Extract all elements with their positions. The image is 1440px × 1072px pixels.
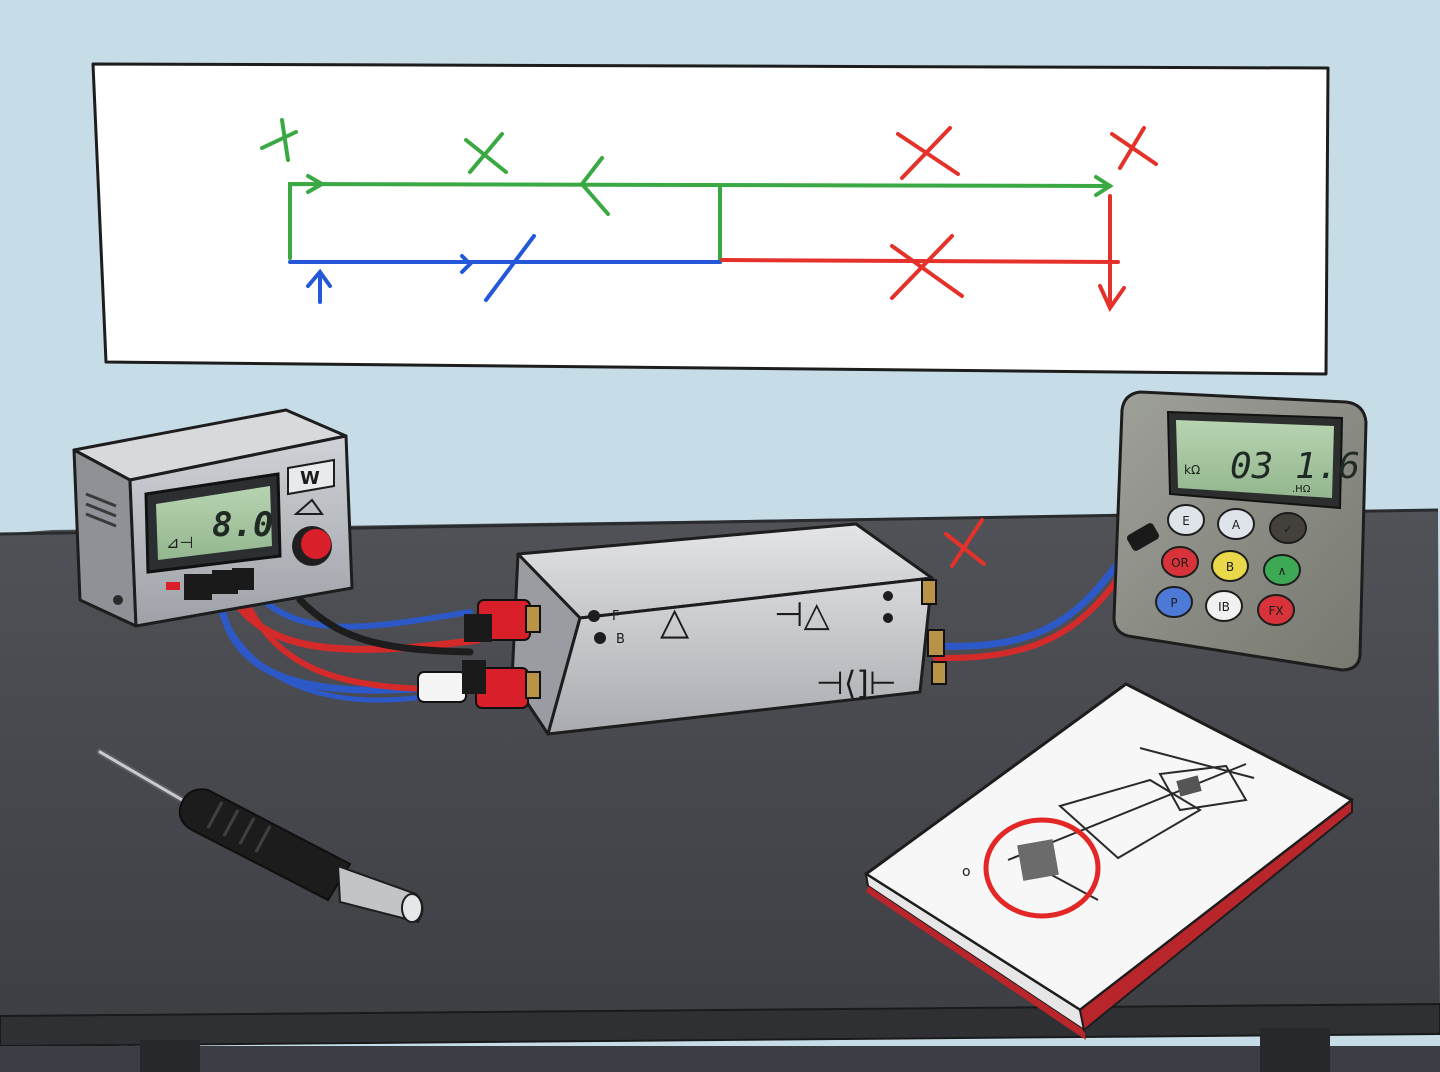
meter-key-label-1: A: [1232, 518, 1241, 532]
meter-key-0[interactable]: [1167, 504, 1205, 536]
meter-display-subtext: .HΩ: [1292, 484, 1311, 495]
meter-key-7[interactable]: [1205, 590, 1243, 622]
box-label-right: ⊣△: [774, 595, 831, 635]
meter-key-1[interactable]: [1217, 508, 1255, 540]
bench-power-supply: 8.0 ⊿⊣ W: [72, 408, 354, 628]
meter-key-label-2: ✓: [1283, 522, 1293, 536]
psu-display-subtext: ⊿⊣: [166, 533, 193, 552]
meter-display-value: 03 1.6: [1230, 446, 1360, 487]
red-x-mark: [944, 518, 986, 568]
meter-key-8[interactable]: [1257, 594, 1295, 626]
meter-keypad: E A ✓ OR B ∧ P IB FX: [1155, 504, 1307, 626]
blue-circuit-line: [288, 234, 722, 304]
meter-key-label-6: P: [1170, 596, 1177, 610]
meter-key-label-5: ∧: [1278, 564, 1287, 578]
meter-key-2[interactable]: [1269, 512, 1307, 544]
psu-button-icon: [293, 498, 324, 515]
whiteboard: [91, 62, 1330, 376]
schematic-manual[interactable]: o: [864, 682, 1354, 1040]
box-label-left: △: [660, 599, 690, 643]
meter-key-6[interactable]: [1155, 586, 1193, 618]
box-mark-f: F: [612, 609, 619, 624]
meter-key-label-4: B: [1226, 560, 1234, 574]
box-mark-b: B: [616, 632, 625, 647]
meter-display-unit: kΩ: [1184, 463, 1200, 477]
meter-key-label-0: E: [1182, 514, 1190, 528]
psu-display-value: 8.0: [212, 505, 273, 545]
meter-key-label-8: FX: [1268, 604, 1283, 618]
meter-key-label-7: IB: [1218, 600, 1230, 614]
red-circuit-line: [720, 126, 1158, 313]
meter-key-4[interactable]: [1211, 550, 1249, 582]
psu-panel-label: W: [300, 468, 320, 489]
green-circuit-line: [260, 118, 1114, 264]
box-label-bottom: ⊣⟨]⊢: [816, 664, 897, 702]
manual-mark: o: [962, 864, 971, 880]
digital-multimeter: 03 1.6 kΩ .HΩ E A ✓ OR B ∧ P IB FX: [1112, 390, 1368, 672]
meter-key-3[interactable]: [1161, 546, 1199, 578]
screwdriver[interactable]: [96, 748, 424, 924]
red-circle-highlight: [983, 817, 1101, 919]
meter-key-5[interactable]: [1263, 554, 1301, 586]
circuit-device-box: F B △ ⊣△ ⊣⟨]⊢: [417, 522, 947, 736]
psu-terminal-red[interactable]: [166, 582, 180, 590]
meter-key-label-3: OR: [1171, 556, 1189, 570]
